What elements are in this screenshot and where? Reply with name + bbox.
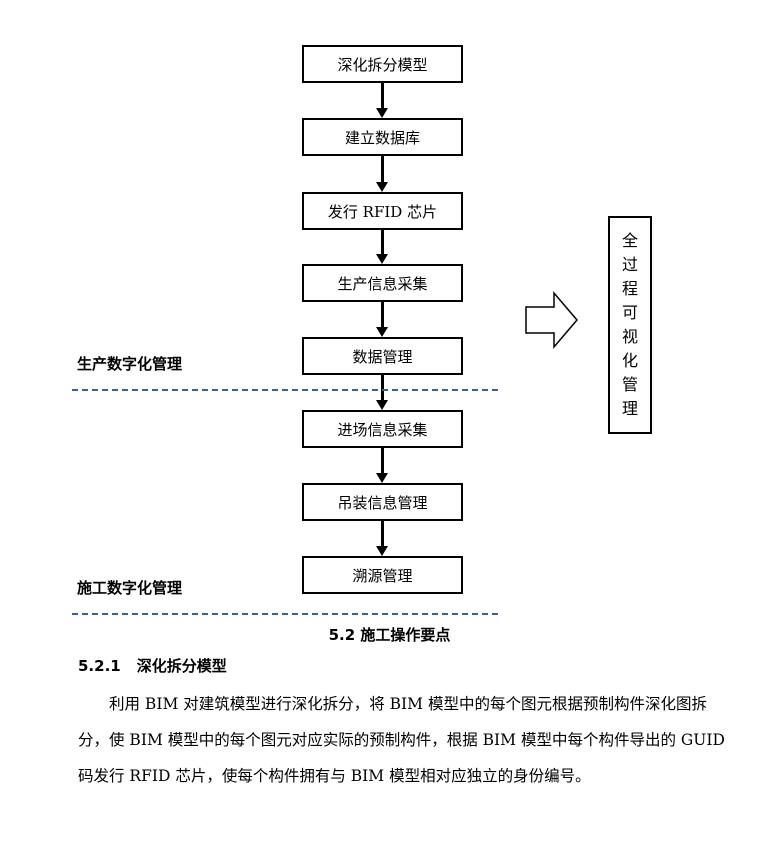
paragraph-line-2: 分，使 BIM 模型中的每个图元对应实际的预制构件，根据 BIM 模型中每个构件… (78, 731, 725, 749)
vertical-char: 程 (621, 279, 638, 298)
paragraph-line-1: 利用 BIM 对建筑模型进行深化拆分，将 BIM 模型中的每个图元根据预制构件深… (78, 695, 707, 713)
subsection-heading: 5.2.1 深化拆分模型 (78, 655, 227, 676)
vertical-char: 视 (621, 327, 638, 346)
stage-divider-2 (72, 613, 498, 615)
vertical-char: 可 (621, 303, 638, 322)
paragraph-line-3: 码发行 RFID 芯片，使每个构件拥有与 BIM 模型相对应独立的身份编号。 (78, 767, 591, 785)
flow-step-model-split: 深化拆分模型 (302, 45, 463, 83)
flow-step-entry-info: 进场信息采集 (302, 410, 463, 448)
subsection-title: 深化拆分模型 (136, 657, 227, 675)
vertical-char: 过 (621, 255, 638, 274)
section-title: 5.2 施工操作要点 (328, 626, 451, 644)
hollow-right-arrow-icon (525, 290, 578, 350)
full-process-visualization-box: 全 过 程 可 视 化 管 理 (608, 216, 652, 434)
vertical-char: 全 (621, 231, 638, 250)
vertical-char: 理 (621, 399, 638, 418)
vertical-char: 管 (621, 375, 638, 394)
vertical-char: 化 (621, 351, 638, 370)
flow-step-production-info: 生产信息采集 (302, 264, 463, 302)
flow-step-data-management: 数据管理 (302, 337, 463, 375)
flow-step-traceability: 溯源管理 (302, 556, 463, 594)
stage-label-production: 生产数字化管理 (77, 355, 183, 373)
subsection-number: 5.2.1 (78, 657, 121, 675)
stage-divider-1 (72, 389, 498, 391)
flow-step-build-database: 建立数据库 (302, 118, 463, 156)
flow-step-issue-rfid: 发行 RFID 芯片 (302, 192, 463, 230)
flow-step-hoisting-info: 吊装信息管理 (302, 483, 463, 521)
stage-label-construction: 施工数字化管理 (77, 579, 183, 597)
